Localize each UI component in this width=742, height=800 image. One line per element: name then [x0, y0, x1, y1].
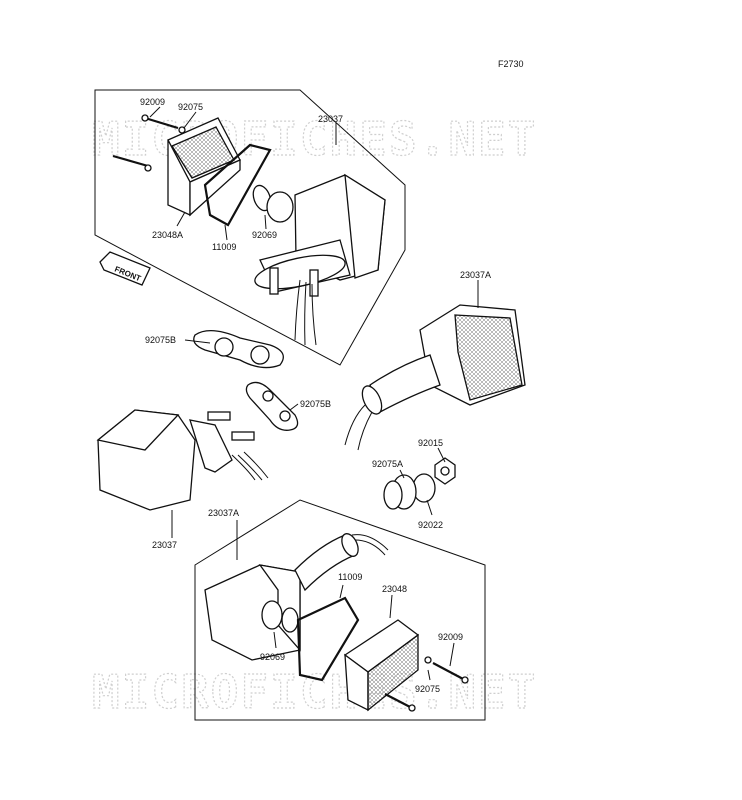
watermark-top: MICROFICHES.NET [92, 112, 537, 166]
label-92075B-mid: 92075B [300, 399, 331, 409]
signal-23037A-right [344, 304, 526, 451]
bottom-group-outline [194, 499, 486, 721]
label-92009-top: 92009 [140, 97, 165, 107]
label-92015: 92015 [418, 438, 443, 448]
washer-92075-bottom [424, 656, 432, 664]
top-group-outline [94, 89, 406, 366]
lens-23048 [343, 619, 420, 712]
label-11009-top: 11009 [212, 242, 236, 252]
housing-23037-top [254, 173, 386, 346]
gasket-92075B-mid [245, 381, 299, 431]
label-92075B-left: 92075B [145, 335, 176, 345]
screw-92009-top [112, 114, 179, 172]
label-23037A-right: 23037A [460, 270, 491, 280]
label-92022: 92022 [418, 520, 443, 530]
front-arrow: FRONT [99, 251, 151, 286]
label-92075A: 92075A [372, 459, 403, 469]
grommet-92075A-inner [383, 480, 403, 510]
label-92069-top: 92069 [252, 230, 277, 240]
watermark-bottom: MICROFICHES.NET [92, 665, 537, 719]
figure-code: F2730 [498, 59, 524, 69]
lens-23048A [167, 117, 241, 217]
label-92075-bottom: 92075 [415, 684, 440, 694]
housing-23037A-bottom [204, 533, 389, 661]
label-23037-top: 23037 [318, 114, 343, 124]
label-23037-left: 23037 [152, 540, 177, 550]
washer-92075-top [178, 126, 186, 134]
screw-92009-bottom [384, 662, 469, 712]
label-92069-bottom: 92069 [260, 652, 285, 662]
nut-92015 [434, 457, 456, 485]
label-23048A: 23048A [152, 230, 183, 240]
bulb-92069-top [252, 184, 294, 223]
gasket-92075B-left [193, 330, 284, 369]
label-23048: 23048 [382, 584, 407, 594]
label-11009-bottom: 11009 [338, 572, 362, 582]
label-92075-top: 92075 [178, 102, 203, 112]
signal-23037-left [96, 409, 269, 511]
label-92009-bottom: 92009 [438, 632, 463, 642]
gasket-11009-bottom [296, 596, 360, 682]
label-23037A-bottom: 23037A [208, 508, 239, 518]
gasket-11009-top [203, 143, 272, 227]
